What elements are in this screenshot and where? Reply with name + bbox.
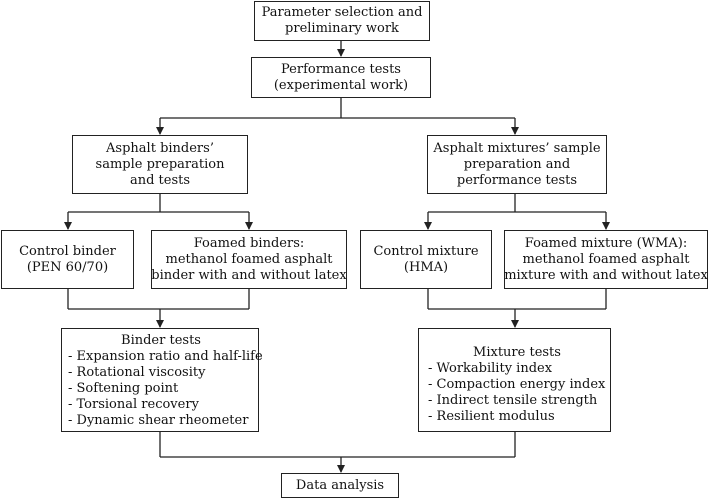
parameter-selection-box: Parameter selection and preliminary work xyxy=(254,1,430,41)
mixture-tests-box: Mixture tests - Workability index - Comp… xyxy=(418,328,611,432)
parameter-selection-line-2: preliminary work xyxy=(285,21,399,36)
control-binder-line-1: Control binder xyxy=(19,243,116,259)
foamed-binders-line-3: binder with and without latex xyxy=(151,267,347,283)
mixture-test-item: - Resilient modulus xyxy=(428,409,555,424)
foamed-binders-box: Foamed binders: methanol foamed asphalt … xyxy=(151,230,347,289)
mixtures-prep-line-1: Asphalt mixtures’ sample xyxy=(433,140,601,156)
control-binder-box: Control binder (PEN 60/70) xyxy=(1,230,134,289)
mixtures-prep-box: Asphalt mixtures’ sample preparation and… xyxy=(427,135,607,194)
binder-test-item: - Rotational viscosity xyxy=(68,365,206,380)
data-analysis-label: Data analysis xyxy=(295,477,385,493)
binders-prep-line-2: sample preparation xyxy=(95,156,225,172)
binder-tests-box: Binder tests - Expansion ratio and half-… xyxy=(61,328,263,432)
mixtures-prep-line-2: preparation and xyxy=(463,156,571,172)
foamed-mixture-box: Foamed mixture (WMA): methanol foamed as… xyxy=(504,230,708,289)
parameter-selection-line-1: Parameter selection and xyxy=(261,5,423,20)
binders-prep-line-1: Asphalt binders’ xyxy=(106,140,214,156)
control-mixture-line-2: (HMA) xyxy=(403,259,449,275)
binder-test-item: - Softening point xyxy=(68,381,179,396)
mixture-test-item: - Workability index xyxy=(428,361,553,376)
data-analysis-box: Data analysis xyxy=(281,473,399,498)
foamed-binders-line-2: methanol foamed asphalt xyxy=(165,251,333,267)
mixture-tests-title: Mixture tests xyxy=(473,345,561,360)
binder-tests-title: Binder tests xyxy=(121,333,201,348)
control-mixture-line-1: Control mixture xyxy=(373,243,479,259)
mixture-test-item: - Indirect tensile strength xyxy=(428,393,598,408)
mixtures-prep-line-3: performance tests xyxy=(456,172,578,188)
performance-tests-line-1: Performance tests xyxy=(281,61,401,77)
foamed-mixture-line-1: Foamed mixture (WMA): xyxy=(524,235,688,251)
control-mixture-box: Control mixture (HMA) xyxy=(360,230,492,289)
binder-test-item: - Torsional recovery xyxy=(68,397,199,412)
foamed-binders-line-1: Foamed binders: xyxy=(193,235,305,251)
performance-tests-line-2: (experimental work) xyxy=(273,77,409,93)
mixture-test-item: - Compaction energy index xyxy=(428,377,606,392)
binders-prep-line-3: and tests xyxy=(129,172,191,188)
foamed-mixture-line-3: mixture with and without latex xyxy=(504,267,708,283)
binders-prep-box: Asphalt binders’ sample preparation and … xyxy=(72,135,248,194)
binder-test-item: - Dynamic shear rheometer xyxy=(68,413,249,428)
binder-test-item: - Expansion ratio and half-life xyxy=(68,349,263,364)
control-binder-line-2: (PEN 60/70) xyxy=(26,259,109,275)
foamed-mixture-line-2: methanol foamed asphalt xyxy=(522,251,690,267)
performance-tests-box: Performance tests (experimental work) xyxy=(251,57,431,98)
